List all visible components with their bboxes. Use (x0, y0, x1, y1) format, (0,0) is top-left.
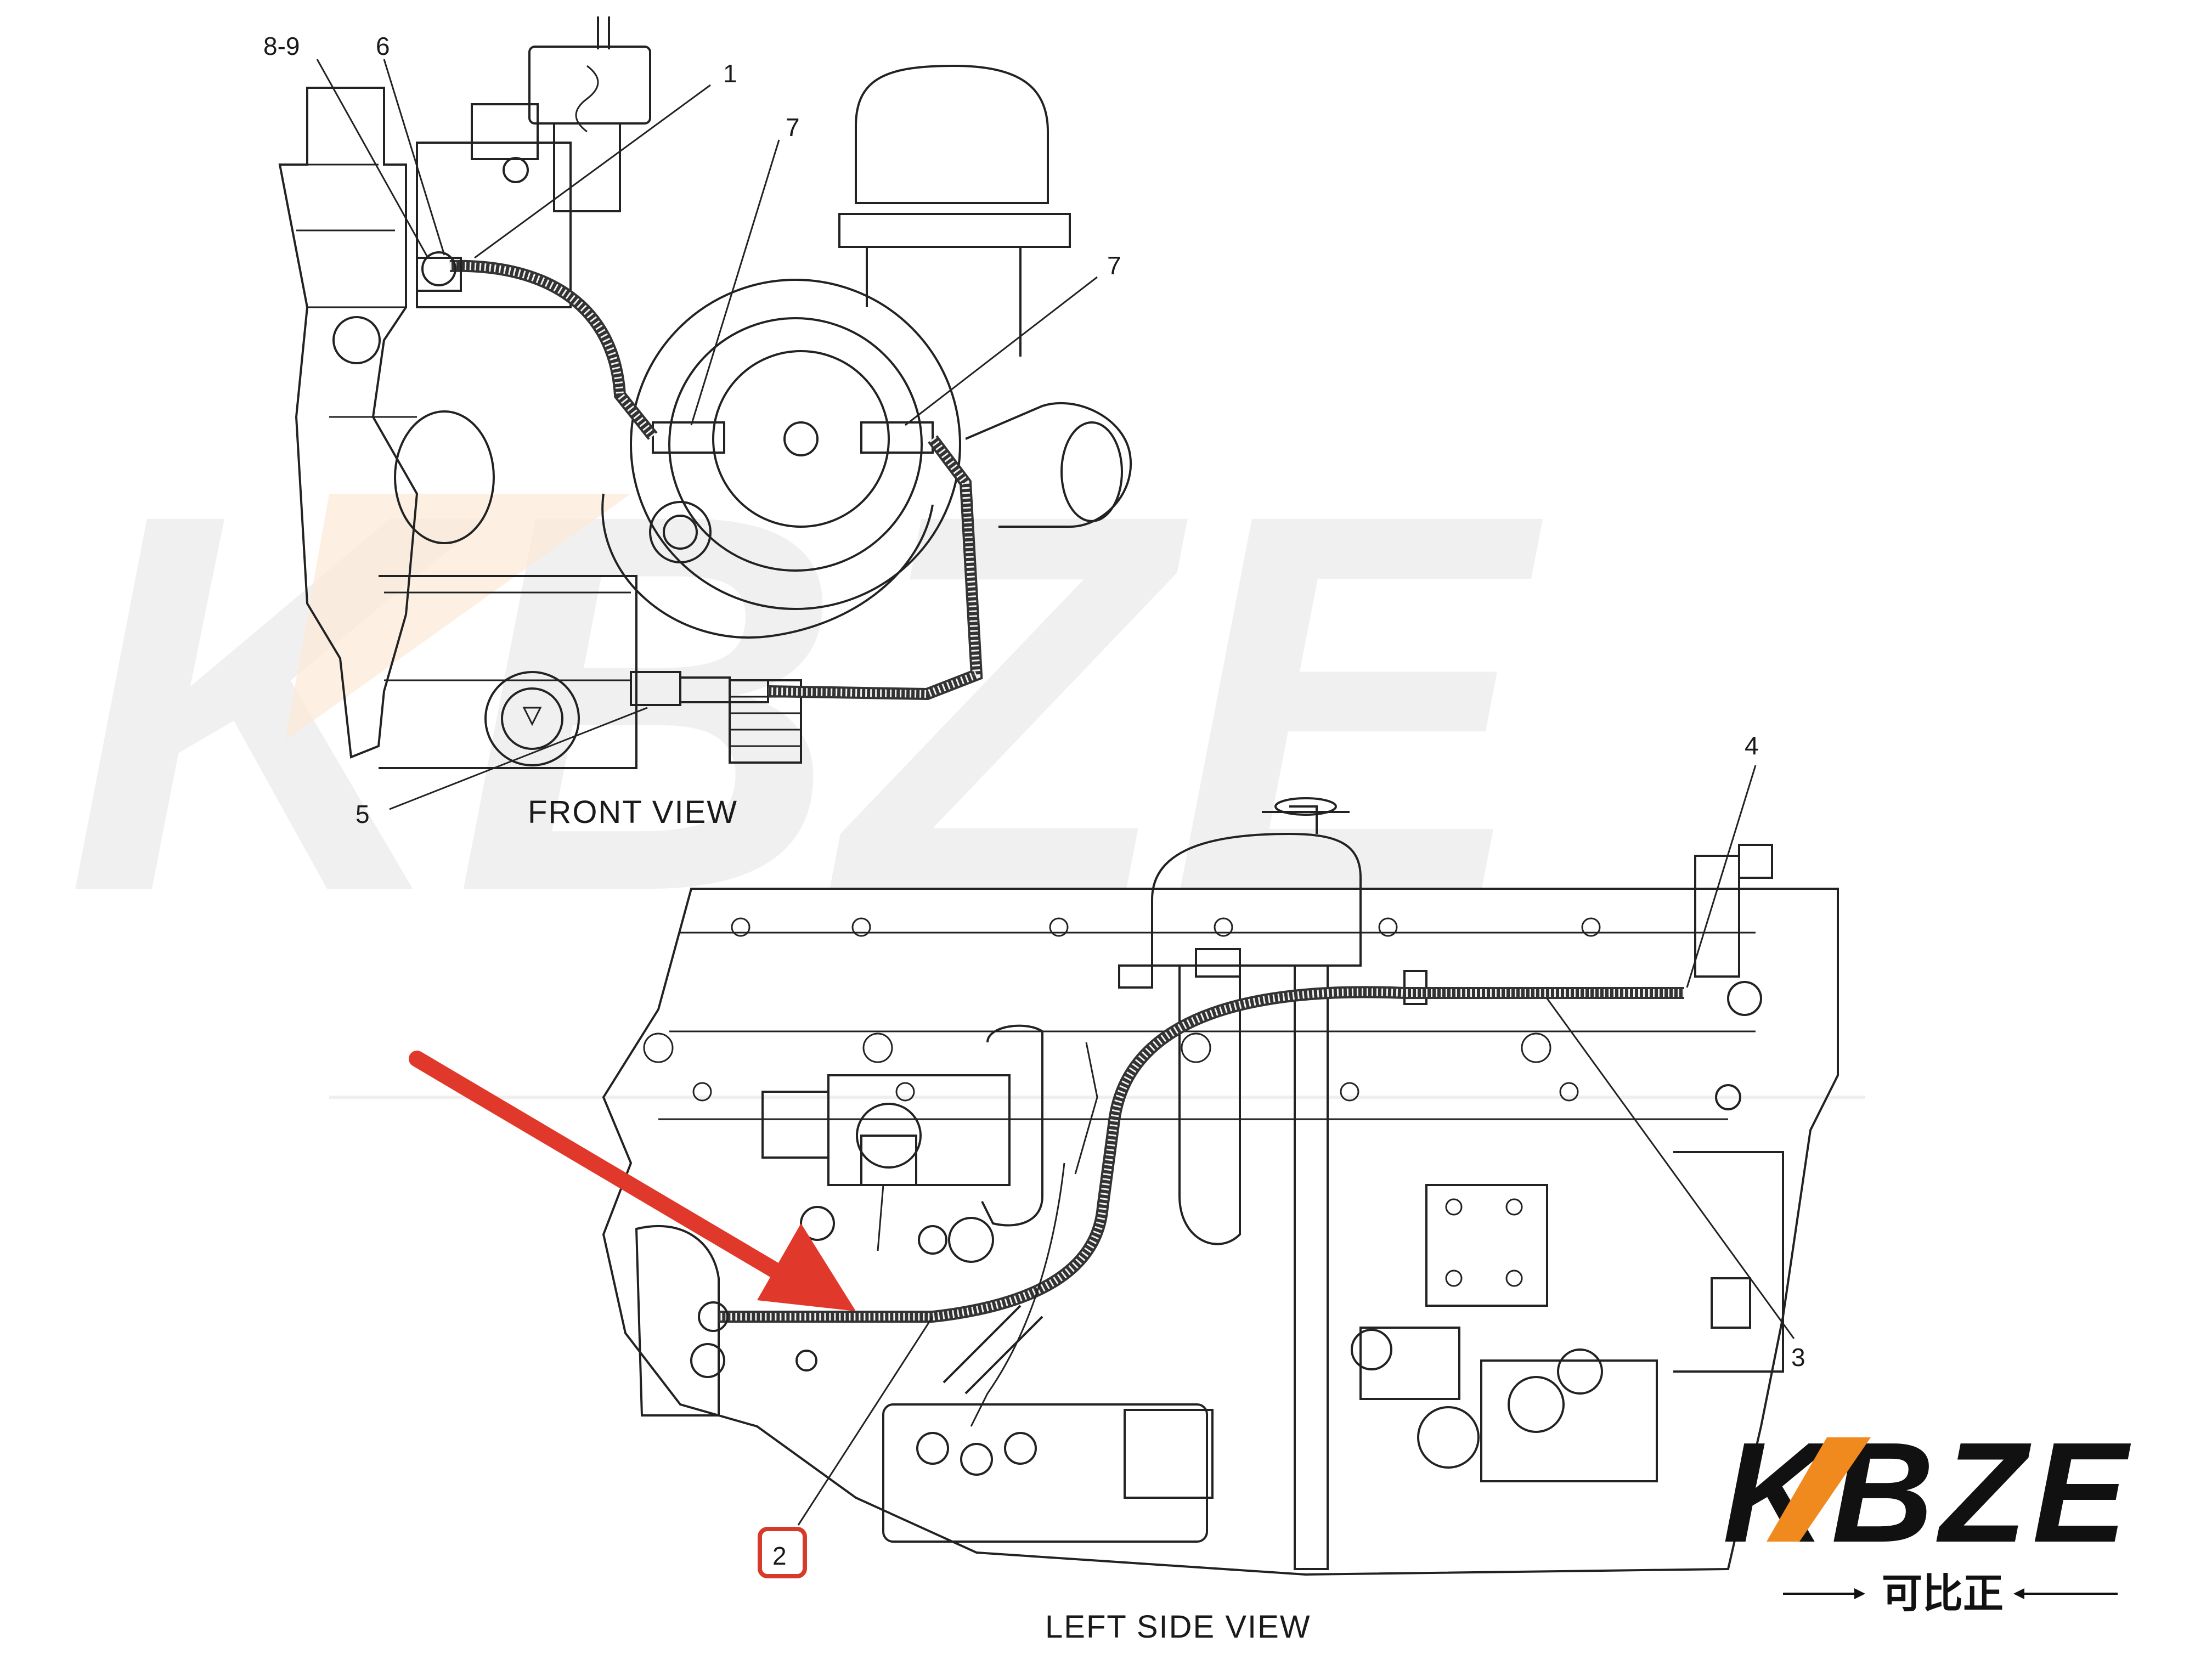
logo-brand: KBZE (1723, 1413, 2133, 1572)
left-side-callouts: 4 3 2 LEFT SIDE VIEW (758, 731, 1805, 1645)
head-bolts (643, 917, 1601, 1102)
front-view-drawing (278, 16, 1132, 769)
front-view-leaders (316, 59, 1098, 810)
callout-4: 4 (1745, 731, 1759, 760)
front-view-title: FRONT VIEW (528, 794, 738, 830)
callout-6: 6 (376, 32, 390, 60)
logo-chinese: 可比正 (1882, 1570, 2004, 1617)
callout-7-right: 7 (1107, 251, 1121, 280)
left-side-view-drawing (602, 797, 1839, 1576)
watermark: KBZE (66, 402, 1865, 1099)
callout-2: 2 (772, 1542, 787, 1570)
red-arrow (409, 1051, 856, 1311)
callout-2-highlight-box (758, 1527, 807, 1578)
watermark-text: KBZE (66, 402, 1549, 1003)
left-side-leaders (797, 765, 1795, 1526)
logo-accent (1767, 1437, 1871, 1542)
callout-3: 3 (1791, 1343, 1805, 1372)
callout-1: 1 (723, 59, 737, 88)
kbze-logo: KBZE 可比正 (1723, 1413, 2133, 1617)
front-view-callouts: 8-9 6 1 7 7 5 FRONT VIEW (263, 32, 1121, 830)
callout-7-left: 7 (786, 113, 800, 142)
callout-5: 5 (356, 800, 370, 828)
watermark-accent (285, 494, 631, 741)
left-side-view-title: LEFT SIDE VIEW (1045, 1609, 1311, 1645)
callout-8-9: 8-9 (263, 32, 300, 60)
